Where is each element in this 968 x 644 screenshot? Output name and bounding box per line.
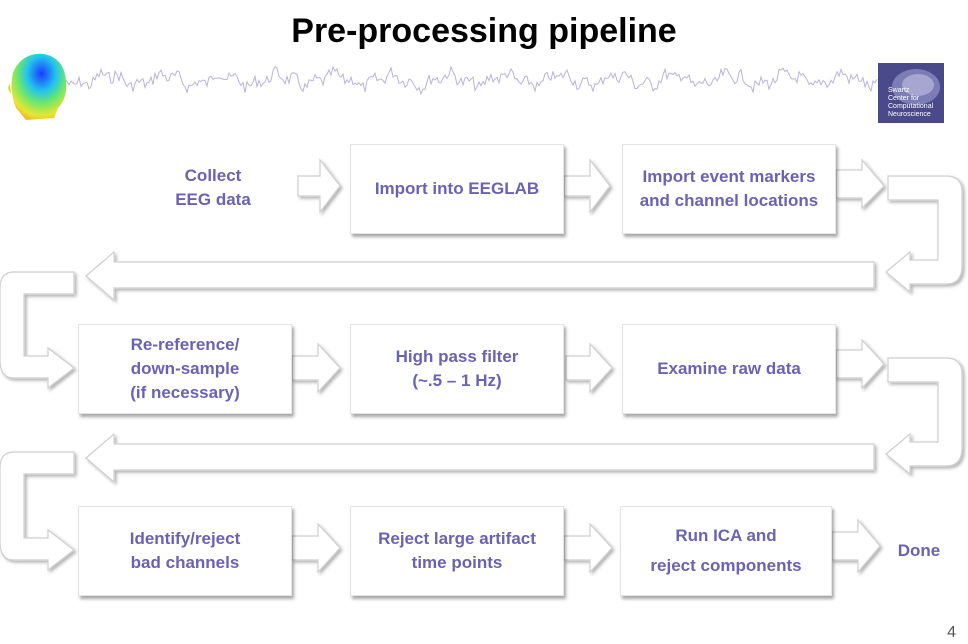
step-reject-artifacts: Reject large artifact time points	[350, 506, 564, 596]
step-run-ica: Run ICA and reject components	[620, 506, 832, 596]
step-import-eeglab: Import into EEGLAB	[350, 144, 564, 234]
logo-line-1: Swartz	[888, 87, 910, 94]
step-import-events-label: Import event markers and channel locatio…	[639, 167, 819, 210]
step-run-ica-label: Run ICA and reject components	[650, 526, 802, 575]
step-collect-eeg: Collect EEG data	[150, 160, 276, 216]
uturn-right-2	[885, 357, 963, 476]
arrow-right-6	[835, 338, 885, 390]
step-reject-channels: Identify/reject bad channels	[78, 506, 292, 596]
page-number: 4	[947, 624, 956, 641]
uturn-left-2	[0, 451, 75, 572]
sccn-logo: Swartz Center for Computational Neurosci…	[878, 63, 944, 123]
arrow-right-7	[291, 522, 341, 574]
logo-line-3: Computational	[888, 103, 934, 110]
page-title: Pre-processing pipeline	[291, 12, 677, 50]
step-rereference: Re-reference/ down-sample (if necessary)	[78, 324, 292, 414]
step-reject-artifacts-label: Reject large artifact time points	[378, 529, 536, 572]
logo-line-4: Neuroscience	[888, 111, 931, 118]
long-arrow-left-2	[85, 432, 875, 484]
arrow-right-8	[563, 522, 613, 574]
arrow-right-5	[565, 342, 613, 394]
step-highpass-filter: High pass filter (~.5 – 1 Hz)	[350, 324, 564, 414]
step-done: Done	[884, 536, 954, 566]
long-arrow-left-1	[85, 250, 875, 302]
arrow-right-9	[831, 518, 881, 574]
step-collect-eeg-label: Collect EEG data	[175, 166, 251, 209]
arrow-right-2	[563, 158, 611, 214]
step-examine-raw-label: Examine raw data	[657, 359, 801, 378]
arrow-right-1	[297, 158, 341, 214]
logo-line-2: Center for	[888, 95, 920, 102]
head-topography-icon	[8, 53, 67, 120]
step-import-events: Import event markers and channel locatio…	[622, 144, 836, 234]
step-import-eeglab-label: Import into EEGLAB	[374, 179, 540, 198]
step-examine-raw: Examine raw data	[622, 324, 836, 414]
uturn-right-1	[885, 175, 963, 294]
step-rereference-label: Re-reference/ down-sample (if necessary)	[130, 335, 240, 402]
step-done-label: Done	[897, 541, 941, 560]
uturn-left-1	[0, 271, 75, 390]
step-highpass-filter-label: High pass filter (~.5 – 1 Hz)	[395, 347, 519, 390]
arrow-right-3	[835, 158, 885, 210]
arrow-right-4	[291, 342, 341, 394]
eeg-waveform	[66, 65, 878, 96]
step-reject-channels-label: Identify/reject bad channels	[129, 529, 241, 572]
